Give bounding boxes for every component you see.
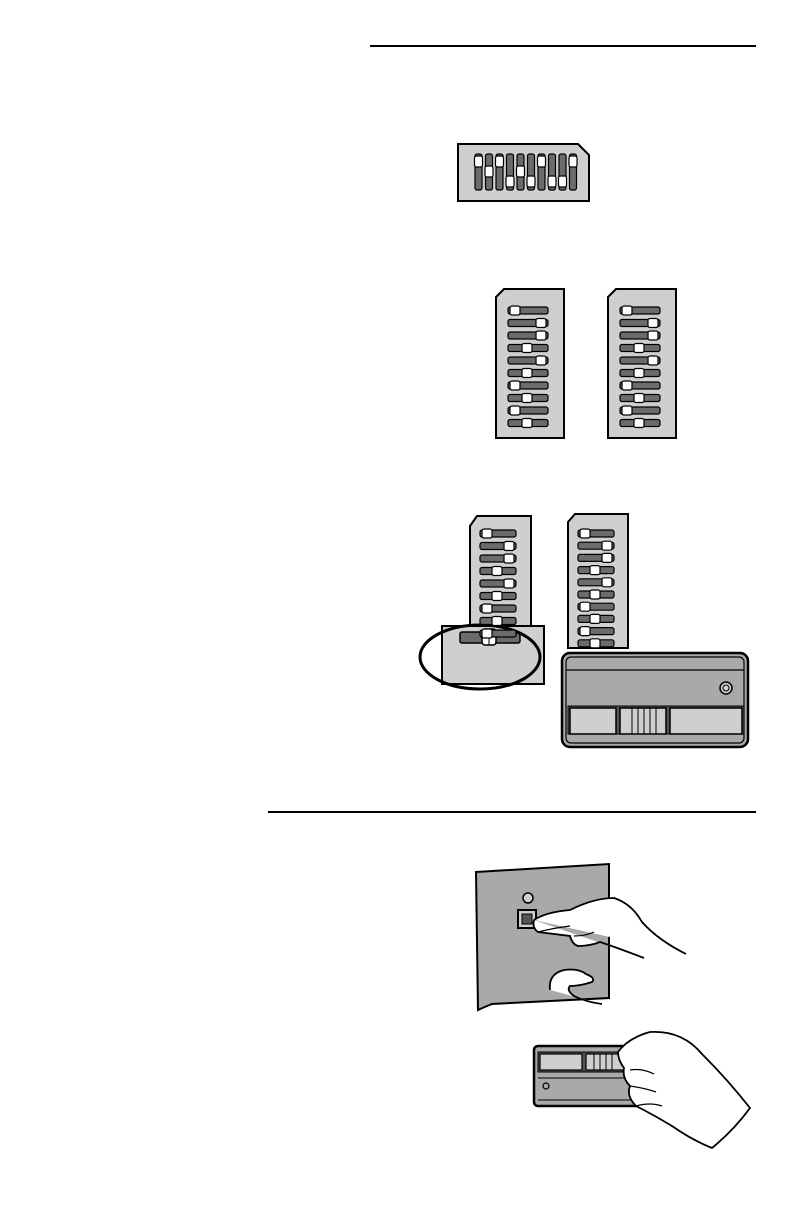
dip-switch-7 (538, 154, 546, 190)
dip-switch-4 (508, 344, 548, 353)
dip-switch-6 (527, 154, 535, 190)
dip-switch-detail-figure (414, 510, 754, 750)
dip-switch-5 (480, 579, 516, 588)
dip-switch-2 (578, 541, 614, 550)
dip-switch-3 (620, 331, 660, 340)
dip-switch-horizontal-icon (456, 142, 591, 204)
dip-switch-1 (578, 529, 614, 538)
dip-switch-9 (508, 406, 548, 415)
dip-switch-detail-icon (414, 510, 754, 750)
dip-switch-1 (620, 306, 660, 315)
dip-switch-2 (480, 542, 516, 551)
dip-switch-8 (508, 394, 548, 403)
dip-switch-5 (620, 356, 660, 365)
dip-switch-2 (620, 319, 660, 328)
hand-holding-remote-icon (532, 1030, 752, 1155)
dip-switch-3 (508, 331, 548, 340)
dip-switch-5 (508, 356, 548, 365)
dip-switch-9 (480, 629, 516, 638)
dip-switch-9 (559, 154, 567, 190)
dip-switch-9 (578, 627, 614, 636)
press-remote-button-figure (532, 1030, 752, 1155)
dip-switch-1 (508, 306, 548, 315)
dip-switch-8 (620, 394, 660, 403)
dip-switch-8 (548, 154, 556, 190)
dip-switch-9 (620, 406, 660, 415)
section-divider-middle (268, 811, 756, 813)
dip-switch-6 (508, 369, 548, 378)
receiver-dip-switch-figure (456, 142, 591, 204)
dip-switch-1 (480, 529, 516, 538)
dip-switch-3 (496, 154, 504, 190)
dip-switch-pair-figure (494, 287, 679, 440)
press-learn-button-figure (474, 862, 689, 1012)
dip-switch-5 (517, 154, 525, 190)
dip-switch-6 (620, 369, 660, 378)
dip-switch-vertical-icon (494, 287, 679, 440)
dip-switch-3 (578, 553, 614, 562)
dip-switch-3 (480, 554, 516, 563)
dip-switch-4 (480, 567, 516, 576)
dip-switch-10 (620, 419, 660, 428)
dip-switch-4 (578, 566, 614, 575)
dip-switch-5 (578, 578, 614, 587)
dip-switch-10 (578, 639, 614, 648)
dip-switch-8 (480, 617, 516, 626)
section-divider-top (370, 45, 756, 47)
hand-pressing-button-icon (474, 862, 689, 1012)
dip-switch-10 (508, 419, 548, 428)
dip-switch-7 (620, 381, 660, 390)
dip-switch-6 (480, 592, 516, 601)
dip-switch-1 (475, 154, 483, 190)
dip-switch-4 (506, 154, 514, 190)
dip-switch-7 (508, 381, 548, 390)
dip-switch-2 (508, 319, 548, 328)
dip-switch-8 (578, 614, 614, 623)
dip-switch-4 (620, 344, 660, 353)
dip-switch-10 (569, 154, 577, 190)
dip-switch-7 (480, 604, 516, 613)
remote-control-icon (562, 653, 748, 747)
dip-switch-7 (578, 602, 614, 611)
dip-switch-2 (485, 154, 493, 190)
dip-switch-6 (578, 590, 614, 599)
